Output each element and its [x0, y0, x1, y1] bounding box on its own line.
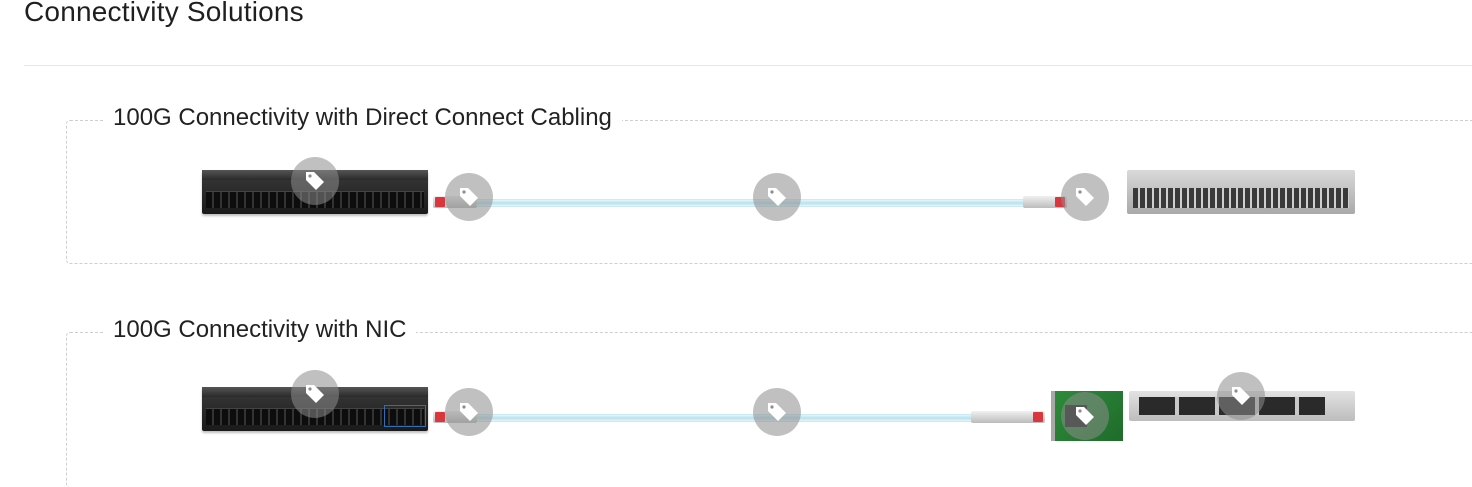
- tag-icon: [768, 188, 786, 206]
- tag-icon: [460, 188, 478, 206]
- tag-icon: [1076, 188, 1094, 206]
- transceiver-right[interactable]: [971, 411, 1045, 423]
- solution-title: 100G Connectivity with NIC: [103, 316, 417, 344]
- tag-icon[interactable]: [1061, 173, 1109, 221]
- topology-row: [67, 333, 1472, 477]
- page-title: Connectivity Solutions: [24, 0, 304, 27]
- tag-icon: [306, 172, 324, 190]
- title-divider: [24, 65, 1472, 66]
- solution-direct-connect: 100G Connectivity with Direct Connect Ca…: [66, 104, 1472, 265]
- tag-icon[interactable]: [1217, 372, 1265, 420]
- direct-connect-cable[interactable]: [477, 199, 1023, 207]
- tag-icon: [306, 385, 324, 403]
- fiber-cable[interactable]: [477, 414, 971, 422]
- uplink-ports: [384, 405, 426, 427]
- tag-icon[interactable]: [1061, 392, 1109, 440]
- tag-icon: [768, 403, 786, 421]
- switch-ports: [1133, 188, 1349, 208]
- tag-icon[interactable]: [291, 370, 339, 418]
- switch-device-right[interactable]: [1127, 170, 1355, 214]
- tag-icon[interactable]: [445, 173, 493, 221]
- tag-icon: [1076, 407, 1094, 425]
- solution-nic: 100G Connectivity with NIC: [66, 316, 1472, 487]
- tag-icon[interactable]: [445, 388, 493, 436]
- tag-icon[interactable]: [753, 388, 801, 436]
- solution-title: 100G Connectivity with Direct Connect Ca…: [103, 104, 622, 132]
- tag-icon: [460, 403, 478, 421]
- tag-icon[interactable]: [753, 173, 801, 221]
- tag-icon[interactable]: [291, 157, 339, 205]
- topology-row: [67, 121, 1472, 265]
- tag-icon: [1232, 387, 1250, 405]
